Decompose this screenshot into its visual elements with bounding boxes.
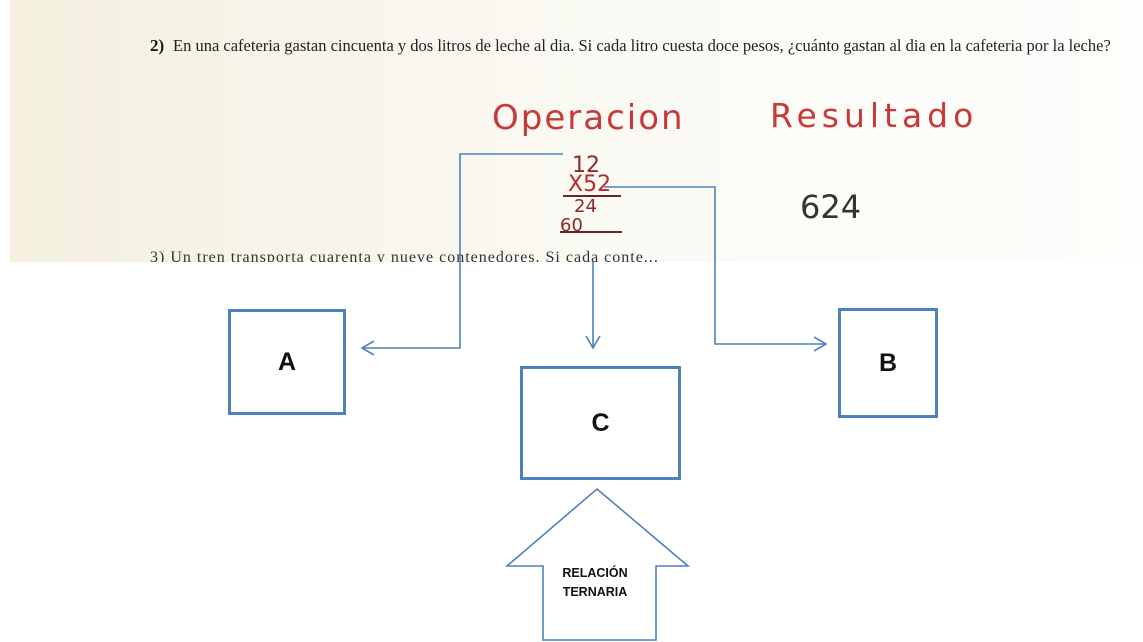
arrowhead-b-icon (813, 336, 828, 352)
sum-line-2 (560, 231, 622, 233)
box-a: A (228, 309, 346, 415)
sum-line-1 (563, 195, 621, 197)
question-text: En una cafeteria gastan cincuenta y dos … (173, 36, 1111, 55)
partial-product-2: 60 (560, 215, 583, 236)
multiplicand: 12 (572, 153, 600, 178)
multiplier: X52 (568, 172, 612, 197)
question-number: 2) (150, 36, 165, 55)
block-arrow-up-icon (504, 487, 691, 641)
block-arrow-label-line2: TERNARIA (562, 585, 628, 599)
arrowhead-c-icon (585, 335, 601, 350)
next-question-text: 3) Un tren transporta cuarenta y nueve c… (150, 249, 659, 262)
connector-to-a (362, 153, 563, 349)
partial-product: 24 (574, 196, 597, 217)
box-c: C (520, 366, 681, 480)
result-value: 624 (800, 188, 862, 226)
operation-label: Operacion (492, 98, 685, 138)
worksheet-scan: 2) En una cafeteria gastan cincuenta y d… (10, 0, 1143, 262)
block-arrow-label: RELACIÓN TERNARIA (545, 564, 645, 602)
result-label: Resultado (770, 96, 979, 135)
connector-to-b (604, 186, 826, 345)
block-arrow-label-line1: RELACIÓN (562, 566, 628, 580)
box-b: B (838, 308, 938, 418)
arrowhead-a-icon (360, 340, 375, 356)
